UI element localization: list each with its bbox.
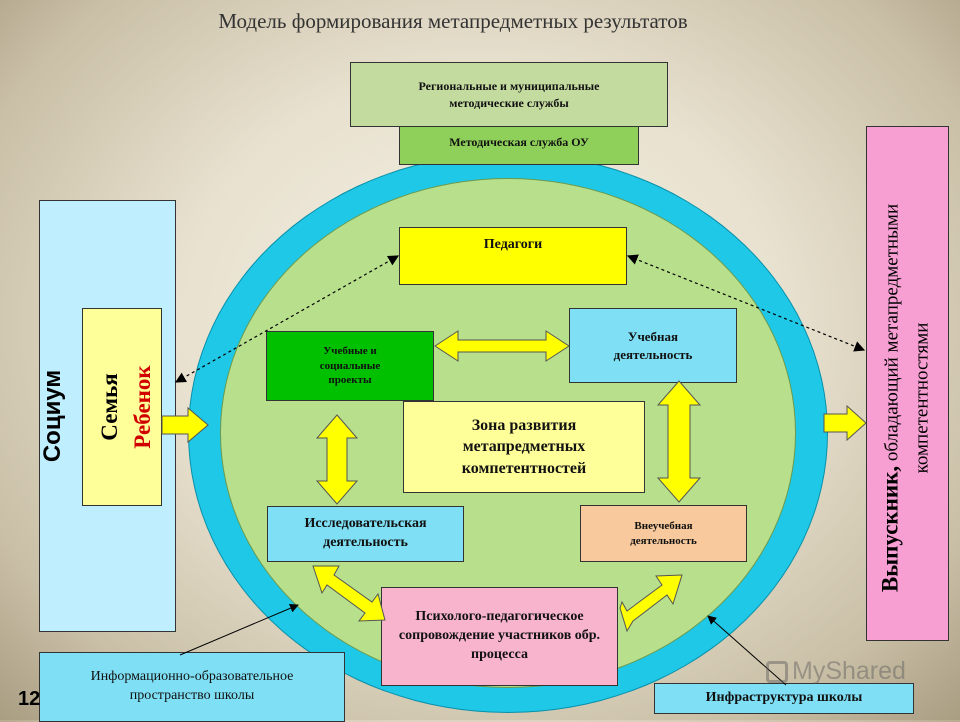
research-activity-box: Исследовательская деятельность <box>267 506 464 562</box>
psych-support-box: Психолого-педагогическое сопровождение у… <box>381 587 618 686</box>
psych-support-label: Психолого-педагогическое сопровождение у… <box>398 609 601 662</box>
arrow-family-to-circle <box>161 406 209 444</box>
arrow-info-space <box>179 603 299 656</box>
arrow-psych-extracurricular <box>619 574 683 633</box>
regional-services-label: Региональные и муниципальные методически… <box>418 79 600 110</box>
page-title: Модель формирования метапредметных резул… <box>218 9 688 33</box>
dotted-link-teachers-graduate <box>626 254 866 352</box>
arrow-research-psych <box>312 565 386 622</box>
watermark-icon <box>766 660 788 683</box>
watermark-text: MyShared <box>792 657 906 685</box>
teachers-box: Педагоги <box>399 227 627 285</box>
page-number: 12 <box>18 688 41 710</box>
extracurricular-label: Внеучебная деятельность <box>630 519 697 547</box>
graduate-panel <box>866 126 949 641</box>
school-method-service-label: Методическая служба ОУ <box>449 135 589 150</box>
dotted-link-teachers-child <box>174 255 400 383</box>
info-space-label: Информационно-образовательное пространст… <box>90 669 294 703</box>
arrow-infrastructure <box>707 615 787 686</box>
arrow-projects-research <box>315 414 359 505</box>
watermark: MyShared <box>766 657 906 686</box>
arrow-projects-learning <box>434 330 570 362</box>
development-zone-label: Зона развития метапредметных компетентно… <box>461 416 587 477</box>
family-panel <box>82 308 162 506</box>
teachers-label: Педагоги <box>483 237 543 252</box>
infrastructure-label: Инфраструктура школы <box>705 690 863 706</box>
infrastructure-box: Инфраструктура школы <box>654 683 914 714</box>
regional-services-box: Региональные и муниципальные методически… <box>350 62 668 127</box>
info-space-box: Информационно-образовательное пространст… <box>39 652 345 722</box>
research-activity-label: Исследовательская деятельность <box>304 516 427 550</box>
development-zone-box: Зона развития метапредметных компетентно… <box>403 401 645 493</box>
arrow-circle-to-graduate <box>823 404 867 442</box>
arrow-learning-extracurricular <box>656 380 702 503</box>
extracurricular-box: Внеучебная деятельность <box>580 505 747 562</box>
